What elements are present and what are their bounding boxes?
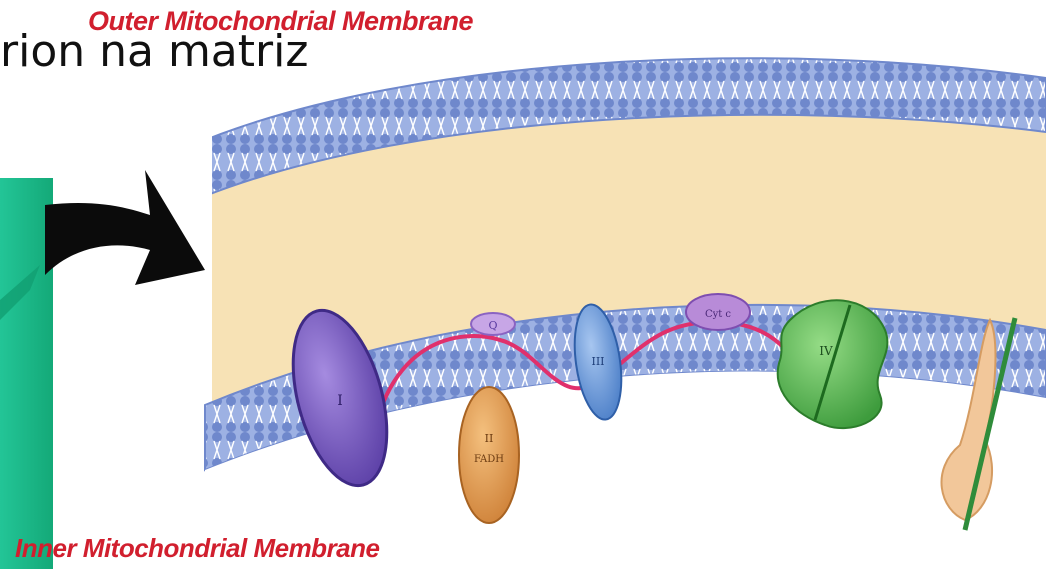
cytochrome-c: Cyt c [686,294,750,330]
coenzyme-q: Q [471,313,515,335]
complex-4-label: IV [819,344,833,358]
pointer-arrow [45,170,205,285]
complex-3-label: III [591,355,604,368]
coenzyme-q-label: Q [488,319,497,332]
inner-membrane-label: Inner Mitochondrial Membrane [15,533,380,564]
outer-membrane-label: Outer Mitochondrial Membrane [88,6,473,37]
complex-1-label: I [337,393,343,409]
complex-2: II FADH [459,387,519,523]
complex-2-label: II [485,432,494,445]
cytochrome-c-label: Cyt c [705,309,731,320]
complex-2-sublabel: FADH [474,454,504,465]
